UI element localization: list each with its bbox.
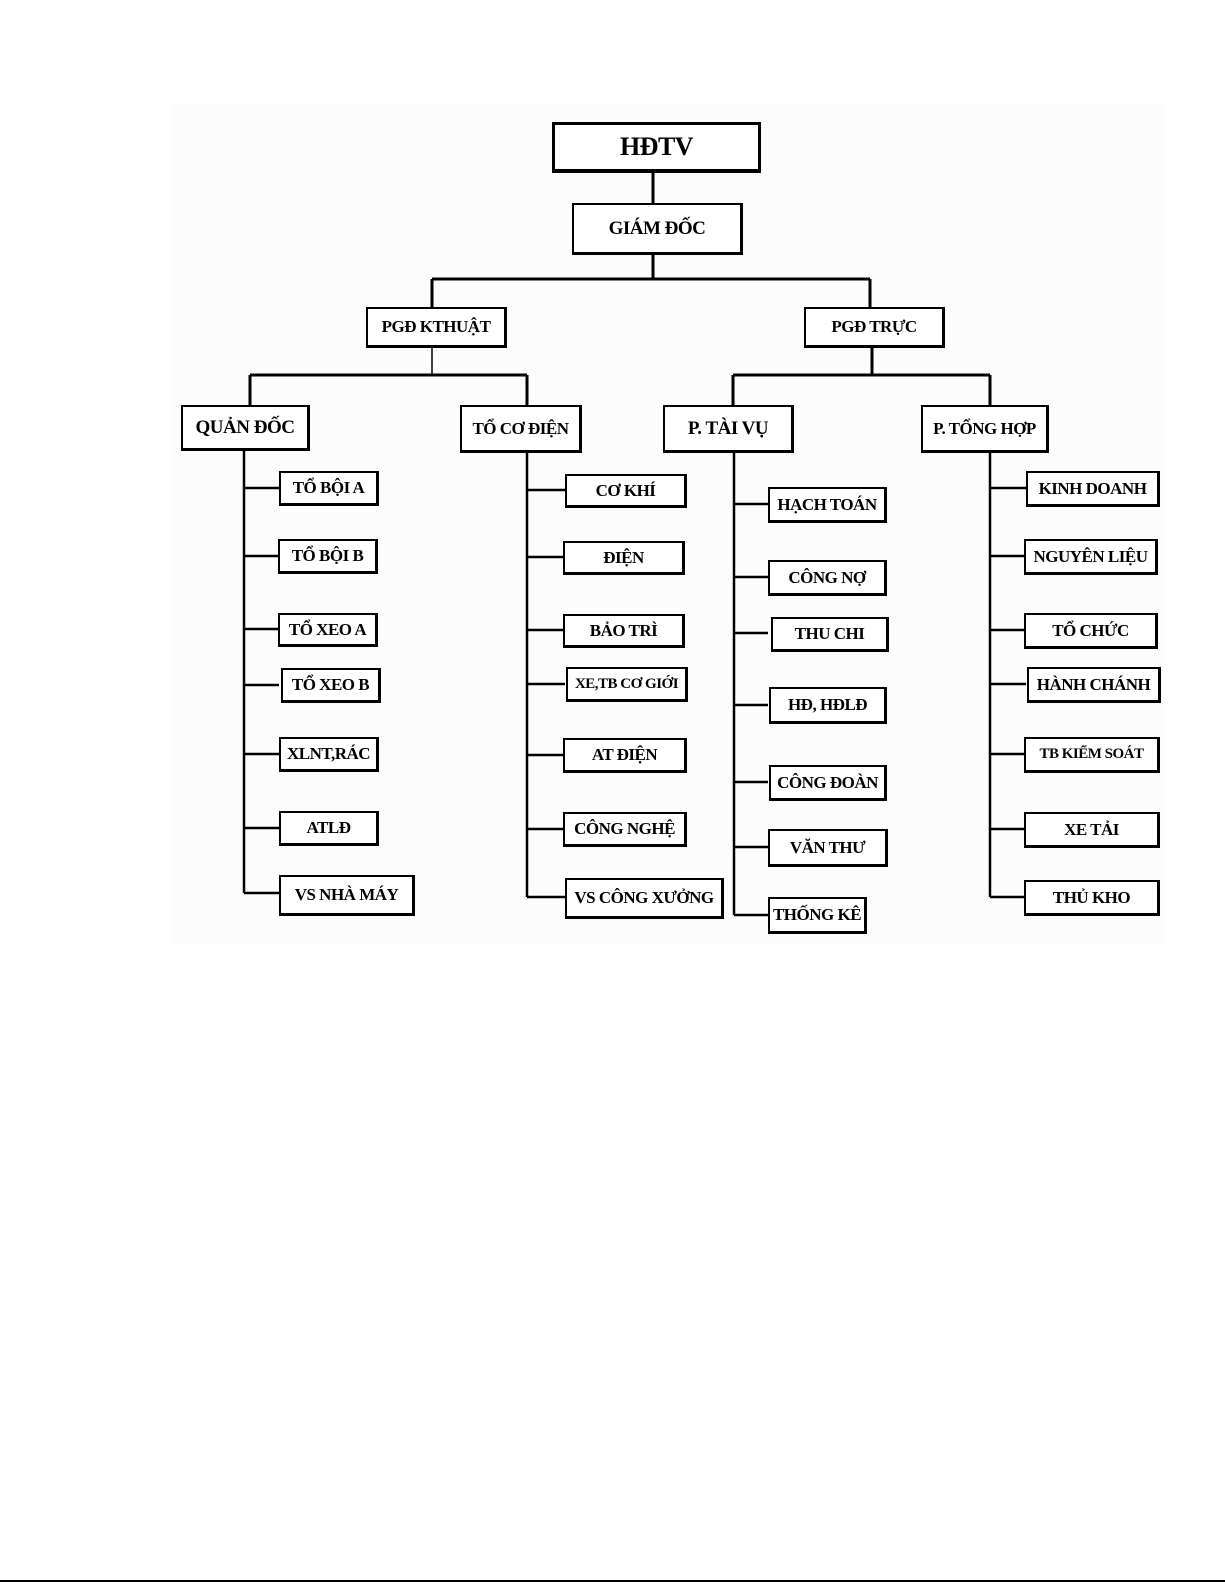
node-finance-child: THỐNG KÊ [768,897,867,934]
node-finance-child: HĐ, HĐLĐ [769,687,887,724]
node-finance-child: HẠCH TOÁN [768,487,887,523]
node-electromech-child: AT ĐIỆN [563,738,687,773]
node-finance-child: CÔNG ĐOÀN [769,765,887,801]
node-general-child: THỦ KHO [1024,880,1160,916]
node-foreman-child: XLNT,RÁC [279,737,379,772]
node-general: P. TỔNG HỢP [921,405,1049,453]
node-electromech-child: XE,TB CƠ GIỚI [566,667,688,702]
node-deputy-duty: PGĐ TRỰC [804,307,945,348]
node-board: HĐTV [552,122,761,173]
node-finance: P. TÀI VỤ [663,405,794,453]
page-bottom-rule [0,1580,1225,1582]
node-foreman-child: TỔ BỘI A [279,471,379,506]
node-electromech-child: CÔNG NGHỆ [563,812,687,847]
node-foreman-child: VS NHÀ MÁY [279,875,415,916]
node-finance-child: CÔNG NỢ [768,560,887,596]
node-general-child: NGUYÊN LIỆU [1024,539,1158,575]
node-general-child: XE TẢI [1024,812,1160,848]
node-general-child: TỔ CHỨC [1024,613,1158,649]
node-deputy-technical: PGĐ KTHUẬT [366,307,507,348]
node-electromech-child: BẢO TRÌ [563,614,685,648]
node-general-child: TB KIỂM SOÁT [1024,737,1160,773]
node-general-child: HÀNH CHÁNH [1027,667,1161,703]
node-foreman-child: TỔ BỘI B [278,539,378,574]
node-general-child: KINH DOANH [1026,471,1160,507]
node-electromech-child: ĐIỆN [563,541,685,575]
node-finance-child: THU CHI [771,617,889,652]
node-electromech-child: CƠ KHÍ [565,474,687,508]
node-foreman-child: ATLĐ [279,811,379,846]
node-director: GIÁM ĐỐC [572,203,743,255]
node-foreman-child: TỔ XEO A [278,613,378,647]
node-finance-child: VĂN THƯ [768,829,888,867]
node-electromech: TỔ CƠ ĐIỆN [460,405,582,453]
node-foreman: QUẢN ĐỐC [181,405,310,451]
node-electromech-child: VS CÔNG XƯỞNG [565,878,724,919]
node-foreman-child: TỔ XEO B [281,668,381,703]
